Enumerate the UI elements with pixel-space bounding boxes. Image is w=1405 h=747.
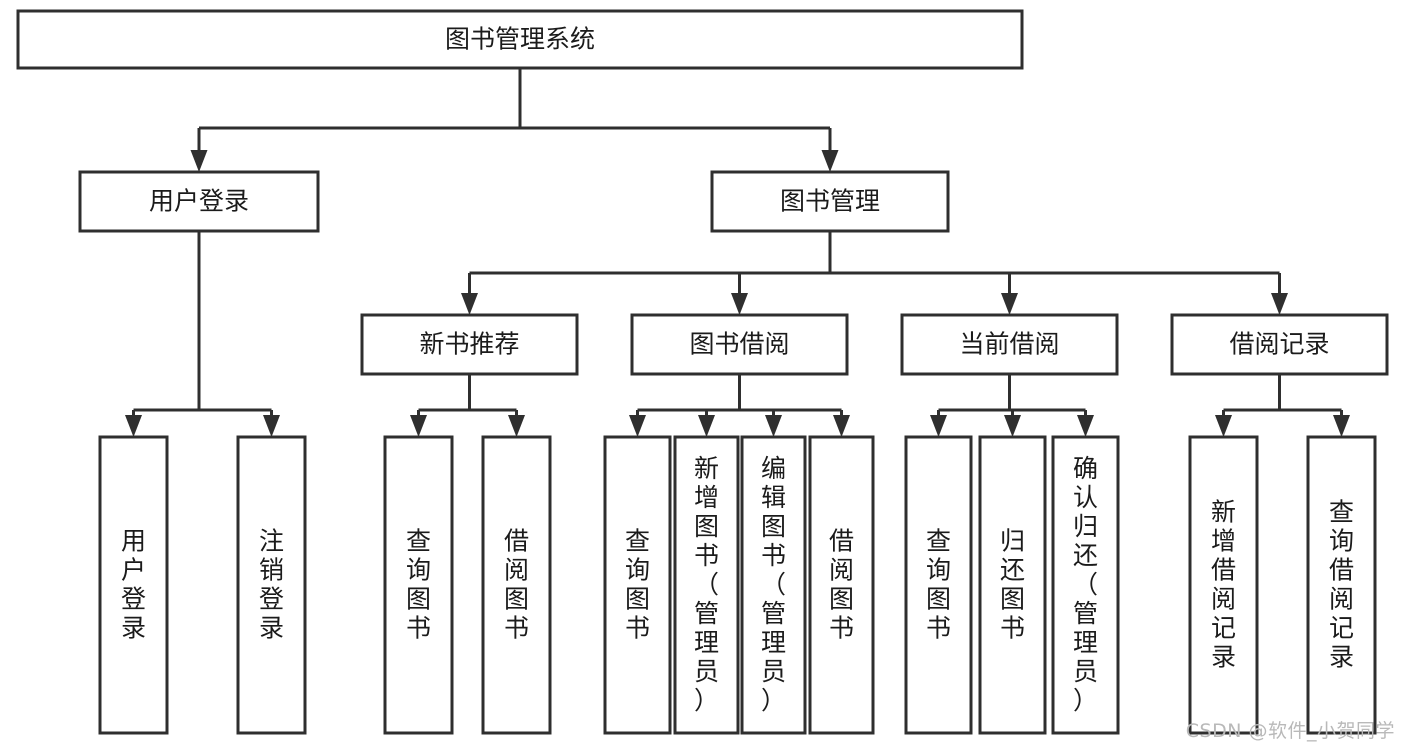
arrow-head-icon: [508, 415, 525, 437]
node-root[interactable]: 图书管理系统: [16, 9, 1024, 70]
node-label-leaf-query-book-rec: 查询图书: [406, 527, 431, 643]
arrow-head-icon: [1333, 415, 1350, 437]
arrow-head-icon: [1001, 293, 1018, 315]
node-box-book-borrow: [630, 313, 849, 376]
node-leaf-query-book-rec[interactable]: 查询图书: [383, 435, 454, 735]
node-leaf-add-borrow-record[interactable]: 新增借阅记录: [1188, 435, 1259, 735]
arrow-head-icon: [698, 415, 715, 437]
node-leaf-user-logout[interactable]: 注销登录: [236, 435, 307, 735]
node-label-borrow-record: 借阅记录: [1229, 330, 1329, 359]
node-box-borrow-record: [1170, 313, 1389, 376]
node-box-leaf-query-book-bor: [603, 435, 672, 735]
arrow-head-icon: [765, 415, 782, 437]
node-label-current-borrow: 当前借阅: [959, 330, 1059, 359]
node-book-manage[interactable]: 图书管理: [710, 170, 950, 233]
node-box-leaf-user-logout: [236, 435, 307, 735]
node-label-leaf-query-book-cur: 查询图书: [926, 527, 951, 643]
node-leaf-user-login[interactable]: 用户登录: [98, 435, 169, 735]
arrow-head-icon: [125, 415, 142, 437]
node-box-root: [16, 9, 1024, 70]
node-current-borrow[interactable]: 当前借阅: [900, 313, 1119, 376]
node-label-leaf-borrow-book-bor: 借阅图书: [829, 527, 854, 643]
node-label-leaf-edit-book-admin: 编辑图书（管理员）: [761, 454, 786, 715]
node-user-login[interactable]: 用户登录: [78, 170, 320, 233]
node-label-book-borrow: 图书借阅: [689, 330, 789, 359]
node-box-user-login: [78, 170, 320, 233]
node-box-leaf-user-login: [98, 435, 169, 735]
node-box-leaf-borrow-book-bor: [808, 435, 875, 735]
node-box-leaf-query-book-rec: [383, 435, 454, 735]
node-leaf-query-borrow-record[interactable]: 查询借阅记录: [1306, 435, 1377, 735]
node-box-leaf-return-book: [978, 435, 1047, 735]
node-box-leaf-query-book-cur: [904, 435, 973, 735]
node-leaf-confirm-return-admin[interactable]: 确认归还（管理员）: [1051, 435, 1120, 735]
node-leaf-borrow-book-rec[interactable]: 借阅图书: [481, 435, 552, 735]
arrow-head-icon: [629, 415, 646, 437]
node-box-leaf-add-book-admin: [673, 435, 740, 735]
node-label-leaf-add-book-admin: 新增图书（管理员）: [694, 454, 719, 715]
nodes-layer: 图书管理系统用户登录图书管理新书推荐图书借阅当前借阅借阅记录用户登录注销登录查询…: [16, 9, 1389, 735]
arrow-head-icon: [263, 415, 280, 437]
arrow-head-icon: [461, 293, 478, 315]
node-label-leaf-borrow-book-rec: 借阅图书: [504, 527, 529, 643]
node-leaf-borrow-book-bor[interactable]: 借阅图书: [808, 435, 875, 735]
node-leaf-query-book-cur[interactable]: 查询图书: [904, 435, 973, 735]
node-box-leaf-edit-book-admin: [740, 435, 807, 735]
arrow-head-icon: [821, 150, 839, 172]
connectors-layer: [125, 68, 1350, 437]
node-label-leaf-return-book: 归还图书: [1000, 527, 1025, 643]
node-leaf-return-book[interactable]: 归还图书: [978, 435, 1047, 735]
node-label-root: 图书管理系统: [445, 25, 595, 54]
node-borrow-record[interactable]: 借阅记录: [1170, 313, 1389, 376]
node-leaf-add-book-admin[interactable]: 新增图书（管理员）: [673, 435, 740, 735]
node-box-current-borrow: [900, 313, 1119, 376]
node-leaf-edit-book-admin[interactable]: 编辑图书（管理员）: [740, 435, 807, 735]
node-new-book-rec[interactable]: 新书推荐: [360, 313, 579, 376]
arrow-head-icon: [190, 150, 208, 172]
node-label-user-login: 用户登录: [149, 187, 249, 216]
arrow-head-icon: [410, 415, 427, 437]
node-book-borrow[interactable]: 图书借阅: [630, 313, 849, 376]
node-box-leaf-query-borrow-record: [1306, 435, 1377, 735]
node-label-leaf-query-borrow-record: 查询借阅记录: [1329, 498, 1354, 672]
arrow-head-icon: [833, 415, 850, 437]
node-box-leaf-borrow-book-rec: [481, 435, 552, 735]
arrow-head-icon: [930, 415, 947, 437]
node-box-book-manage: [710, 170, 950, 233]
node-label-book-manage: 图书管理: [780, 187, 880, 216]
arrow-head-icon: [731, 293, 748, 315]
arrow-head-icon: [1004, 415, 1021, 437]
arrow-head-icon: [1271, 293, 1288, 315]
node-label-leaf-user-logout: 注销登录: [259, 527, 284, 643]
node-label-new-book-rec: 新书推荐: [419, 330, 519, 359]
node-label-leaf-confirm-return-admin: 确认归还（管理员）: [1073, 454, 1098, 715]
node-leaf-query-book-bor[interactable]: 查询图书: [603, 435, 672, 735]
node-box-leaf-add-borrow-record: [1188, 435, 1259, 735]
node-box-leaf-confirm-return-admin: [1051, 435, 1120, 735]
node-box-new-book-rec: [360, 313, 579, 376]
node-label-leaf-user-login: 用户登录: [121, 527, 146, 643]
node-label-leaf-query-book-bor: 查询图书: [625, 527, 650, 643]
arrow-head-icon: [1077, 415, 1094, 437]
arrow-head-icon: [1215, 415, 1232, 437]
node-label-leaf-add-borrow-record: 新增借阅记录: [1211, 498, 1236, 672]
